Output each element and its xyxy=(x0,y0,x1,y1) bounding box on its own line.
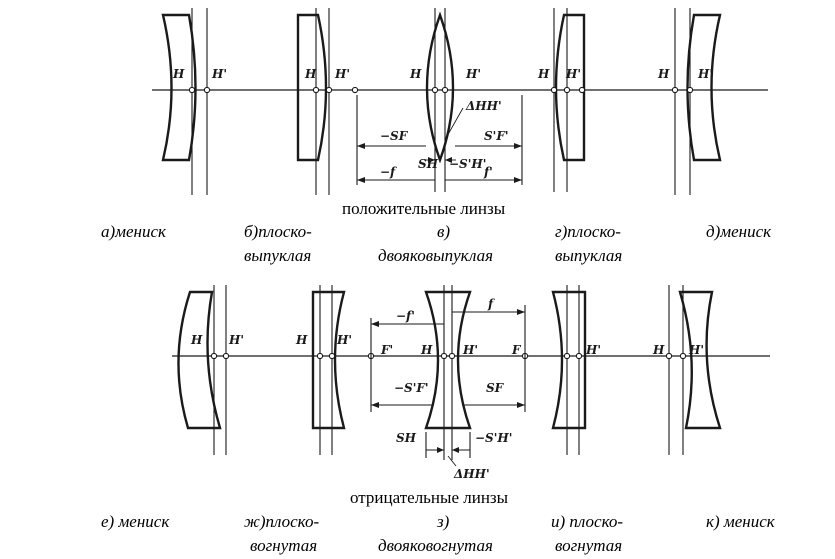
label-delta-HH: ΔHH' xyxy=(465,99,502,113)
caption-g-line1: ж)плоско- xyxy=(244,512,320,531)
label-minus-S-H-prime: −S'H' xyxy=(475,431,512,445)
caption-c-line2: двояковыпуклая xyxy=(378,246,493,265)
lens-plano-concave-2: H' xyxy=(551,285,601,455)
label-SF: SF xyxy=(486,381,505,395)
label-H: H xyxy=(657,67,670,81)
label-delta-HH: ΔHH' xyxy=(453,467,490,481)
label-minus-S-F-prime: −S'F' xyxy=(394,381,429,395)
label-H-prime: H' xyxy=(565,67,581,81)
caption-b-line2: выпуклая xyxy=(244,246,312,265)
negative-heading: отрицательные линзы xyxy=(350,488,509,507)
positive-heading: положительные линзы xyxy=(342,199,506,218)
label-H: H xyxy=(172,67,185,81)
lens-plano-convex-1: H H' xyxy=(296,8,359,195)
caption-i-line2: вогнутая xyxy=(555,536,623,555)
caption-h-line1: з) xyxy=(437,512,450,531)
caption-e: д)мениск xyxy=(706,222,772,241)
caption-b-line1: б)плоско- xyxy=(244,222,312,241)
label-F: F xyxy=(511,343,522,357)
label-minus-f-prime: −f' xyxy=(396,309,415,323)
lens-negative-meniscus: H H' xyxy=(177,285,244,455)
label-f: f xyxy=(487,297,495,311)
label-S-F-prime: S'F' xyxy=(484,129,509,143)
caption-f: е) мениск xyxy=(101,512,170,531)
label-H: H xyxy=(409,67,422,81)
label-SH: SH xyxy=(418,157,439,171)
label-H-prime: H' xyxy=(697,67,713,81)
label-F-prime: F' xyxy=(380,343,393,357)
label-minus-f: −f xyxy=(380,165,397,179)
label-minus-SF: −SF xyxy=(380,129,409,143)
label-minus-S-H-prime: −S'H' xyxy=(449,157,486,171)
caption-d-line1: г)плоско- xyxy=(555,222,621,241)
caption-d-line2: выпуклая xyxy=(555,246,623,265)
lens-positive-meniscus: H H' xyxy=(161,8,227,195)
lens-plano-convex-2: H H' xyxy=(537,8,586,192)
caption-c-line1: в) xyxy=(437,222,451,241)
lens-negative-meniscus-2: H H' xyxy=(652,285,722,455)
label-H-prime: H' xyxy=(688,343,704,357)
label-SH: SH xyxy=(396,431,417,445)
label-H: H xyxy=(304,67,317,81)
label-H-prime: H' xyxy=(585,343,601,357)
lens-biconcave: H H' F' F −f' f −S'F' SF xyxy=(367,285,529,481)
label-H: H xyxy=(420,343,433,357)
label-H-prime: H' xyxy=(336,333,352,347)
label-H-prime: H' xyxy=(465,67,481,81)
label-f-prime: f' xyxy=(483,165,493,179)
label-H-prime: H' xyxy=(334,67,350,81)
label-H: H xyxy=(295,333,308,347)
label-H: H xyxy=(190,333,203,347)
caption-i-line1: и) плоско- xyxy=(551,512,624,531)
caption-j: к) мениск xyxy=(706,512,775,531)
label-H: H xyxy=(537,67,550,81)
lens-biconvex: H H' ΔHH' −SF S'F' SH −S'H' −f f' xyxy=(356,8,523,192)
caption-a: а)мениск xyxy=(101,222,166,241)
lens-positive-meniscus-2: H H' xyxy=(657,8,722,195)
caption-g-line2: вогнутая xyxy=(250,536,318,555)
label-H-prime: H' xyxy=(462,343,478,357)
label-H-prime: H' xyxy=(228,333,244,347)
lens-plano-concave-1: H H' xyxy=(295,285,352,455)
label-H: H xyxy=(652,343,665,357)
caption-h-line2: двояковогнутая xyxy=(378,536,493,555)
label-H-prime: H' xyxy=(211,67,227,81)
